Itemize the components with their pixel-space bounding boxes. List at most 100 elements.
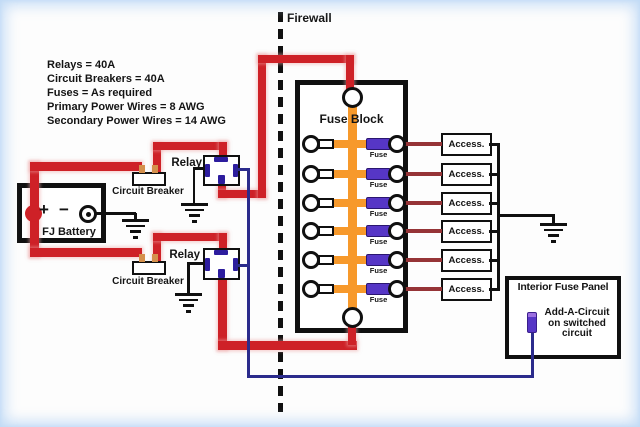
fuse-row5-left-terminal-icon xyxy=(302,251,320,269)
fuse-row6-right-terminal-icon xyxy=(388,280,406,298)
fuse-row1-label: Fuse xyxy=(369,150,388,159)
circuit-breaker1-box xyxy=(132,172,166,186)
wire-battery-to-cb2 xyxy=(30,248,142,257)
relay1-pin-right xyxy=(233,164,238,177)
accessory-stub-2 xyxy=(489,173,498,176)
battery-plus-sign: + xyxy=(39,200,49,219)
wire-fuse2-to-access2 xyxy=(404,172,442,176)
battery-ground-stem xyxy=(134,213,137,220)
fuse-row5-right-terminal-icon xyxy=(388,251,406,269)
wire-switch-bottom xyxy=(247,375,534,378)
notes-block: Relays = 40A Circuit Breakers = 40A Fuse… xyxy=(47,58,226,128)
circuit-breaker1-label: Circuit Breaker xyxy=(112,186,184,197)
accessory-ground-icon xyxy=(540,223,567,246)
circuit-breaker2-pin-right xyxy=(152,254,158,262)
wire-cb2-to-relay2 xyxy=(153,233,227,241)
add-a-circuit-line-2: on switched xyxy=(548,317,606,329)
add-a-circuit-fuse-icon xyxy=(527,312,537,333)
relay2-pin-right xyxy=(233,258,238,271)
wire-fuse1-to-access1 xyxy=(404,142,442,146)
wire-relay1-in xyxy=(219,142,227,158)
fuse-row1-left-terminal-icon xyxy=(302,135,320,153)
interior-fuse-panel-box xyxy=(505,276,621,359)
relay2-pin-left xyxy=(205,258,210,271)
fuse-row4-left-terminal-icon xyxy=(302,222,320,240)
firewall-dashed-line xyxy=(278,12,283,412)
fuse-row3-right-terminal-icon xyxy=(388,194,406,212)
accessory-label-5: Access. xyxy=(448,255,485,266)
circuit-breaker1-pin-right xyxy=(152,165,158,173)
accessory-stub-6 xyxy=(489,288,498,291)
accessory-label-2: Access. xyxy=(448,169,485,180)
fuse-row1-bus-branch xyxy=(332,140,370,148)
relay1-label: Relay xyxy=(171,157,202,169)
fuse-row2-connector xyxy=(318,169,334,179)
wire-cb2-up xyxy=(153,233,161,263)
fuse-row5-label: Fuse xyxy=(369,266,388,275)
wire-relay1-out-right xyxy=(218,190,266,198)
fuse-row4-label: Fuse xyxy=(369,237,388,246)
wire-relay1-switch-out xyxy=(236,168,250,171)
relay2-ground-icon xyxy=(175,293,202,316)
relay1-pin-bottom xyxy=(218,175,225,184)
wire-cb1-up xyxy=(153,144,161,174)
circuit-breaker2-pin-left xyxy=(139,254,145,262)
accessory-box-4: Access. xyxy=(441,220,492,243)
wire-fuse3-to-access3 xyxy=(404,201,442,205)
wire-relay2-in xyxy=(219,233,227,251)
fuse-row2-right-terminal-icon xyxy=(388,165,406,183)
interior-fuse-panel-title: Interior Fuse Panel xyxy=(517,281,609,293)
accessory-label-6: Access. xyxy=(448,284,485,295)
accessory-label-1: Access. xyxy=(448,139,485,150)
accessory-box-2: Access. xyxy=(441,163,492,186)
accessory-stub-4 xyxy=(489,230,498,233)
fuse-row6-connector xyxy=(318,284,334,294)
fuse-row3-connector xyxy=(318,198,334,208)
wire-bottom-across-firewall xyxy=(218,341,357,350)
battery-positive-terminal-icon xyxy=(25,205,42,222)
wire-relay1-out-down xyxy=(218,180,226,198)
wire-up-firewall xyxy=(258,55,266,198)
wire-fuseblock-top-feed xyxy=(346,55,354,95)
fuse-row6-left-terminal-icon xyxy=(302,280,320,298)
wire-over-firewall xyxy=(258,55,354,63)
note-line-primary: Primary Power Wires = 8 AWG xyxy=(47,101,205,113)
relay2-pin-top xyxy=(214,250,228,255)
accessory-stub-3 xyxy=(489,202,498,205)
fuse-row3-label: Fuse xyxy=(369,209,388,218)
accessory-box-6: Access. xyxy=(441,278,492,301)
circuit-breaker2-box xyxy=(132,261,166,275)
add-a-circuit-line-1: Add-A-Circuit xyxy=(544,307,610,318)
wire-fuse5-to-access5 xyxy=(404,258,442,262)
fuse-row1-connector xyxy=(318,139,334,149)
battery-ground-icon xyxy=(122,219,149,242)
fuse-block-top-terminal-icon xyxy=(342,87,363,108)
accessory-ground-feed xyxy=(498,214,555,217)
fuse-row2-bus-branch xyxy=(332,170,370,178)
circuit-breaker1-pin-left xyxy=(139,165,145,173)
fuse-row3-bus-branch xyxy=(332,199,370,207)
relay1-ground-icon xyxy=(181,203,208,226)
battery-minus-sign: − xyxy=(59,200,69,219)
add-a-circuit-line-3: circuit xyxy=(561,328,592,339)
wire-battery-to-cb1 xyxy=(30,162,142,171)
fuse-block-bus-bar xyxy=(348,103,357,313)
fuse-row1-right-terminal-icon xyxy=(388,135,406,153)
relay2-ground-stem xyxy=(187,262,190,293)
accessory-label-3: Access. xyxy=(448,198,485,209)
relay1-pin-top xyxy=(214,157,228,162)
wire-fuse4-to-access4 xyxy=(404,229,442,233)
battery-negative-line xyxy=(88,212,136,215)
fuse-row4-right-terminal-icon xyxy=(388,222,406,240)
accessory-box-5: Access. xyxy=(441,249,492,272)
fuse-row4-connector xyxy=(318,226,334,236)
wire-fuseblock-bottom-feed xyxy=(348,318,356,345)
fuse-row3-left-terminal-icon xyxy=(302,194,320,212)
battery-label: FJ Battery xyxy=(42,226,96,238)
relay1-pin-left xyxy=(205,164,210,177)
accessory-box-1: Access. xyxy=(441,133,492,156)
fuse-block-title: Fuse Block xyxy=(319,112,384,126)
fuse-row5-bus-branch xyxy=(332,256,370,264)
relay2-label: Relay xyxy=(169,249,200,261)
